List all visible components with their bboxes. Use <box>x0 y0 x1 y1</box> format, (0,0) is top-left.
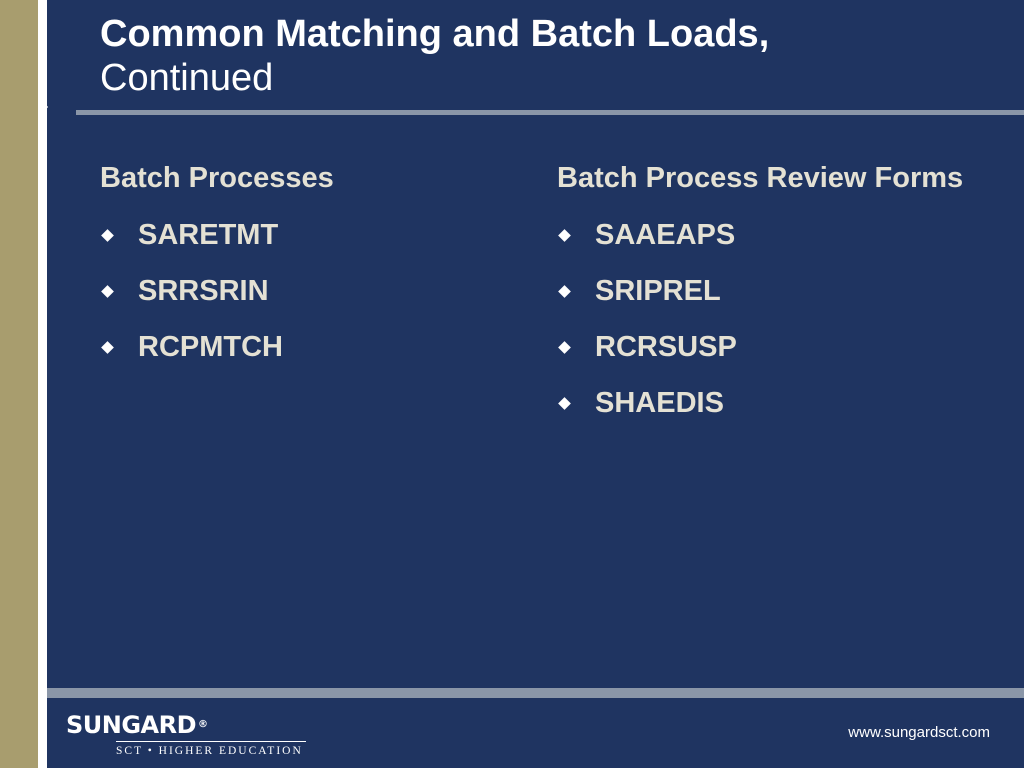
batch-processes-column: Batch Processes SARETMT SRRSRIN RCPMTCH <box>100 160 500 385</box>
batch-processes-list: SARETMT SRRSRIN RCPMTCH <box>100 217 500 366</box>
diamond-bullet-icon <box>101 341 114 354</box>
footer-url: www.sungardsct.com <box>848 724 990 741</box>
sungard-logo: SUNGARD® <box>66 712 208 738</box>
list-item: SRIPREL <box>557 273 977 310</box>
list-item: SARETMT <box>100 217 500 254</box>
logo-brand-text: SUNGARD <box>66 711 197 739</box>
title-notch-marker <box>38 95 48 119</box>
list-item-label: RCRSUSP <box>595 331 737 363</box>
list-item-label: SRIPREL <box>595 275 721 307</box>
footer-divider <box>47 688 1024 698</box>
review-forms-heading: Batch Process Review Forms <box>557 162 964 194</box>
slide-title: Common Matching and Batch Loads, Continu… <box>100 12 769 100</box>
title-divider <box>76 110 1024 115</box>
list-item-label: SHAEDIS <box>595 387 724 419</box>
list-item-label: SRRSRIN <box>138 275 269 307</box>
list-item: RCRSUSP <box>557 329 977 366</box>
list-item-label: SARETMT <box>138 219 279 251</box>
diamond-bullet-icon <box>101 229 114 242</box>
list-item: SHAEDIS <box>557 385 977 422</box>
review-forms-list: SAAEAPS SRIPREL RCRSUSP SHAEDIS <box>557 217 977 422</box>
diamond-bullet-icon <box>558 397 571 410</box>
batch-processes-heading: Batch Processes <box>100 162 334 194</box>
logo-wordmark: SUNGARD® <box>66 712 208 738</box>
diamond-bullet-icon <box>558 229 571 242</box>
list-item-label: SAAEAPS <box>595 219 736 251</box>
registered-mark: ® <box>198 719 208 730</box>
logo-subtitle: SCT • HIGHER EDUCATION <box>116 741 306 757</box>
list-item-label: RCPMTCH <box>138 331 283 363</box>
left-accent-bar <box>0 0 38 768</box>
list-item: RCPMTCH <box>100 329 500 366</box>
slide-title-continued: Continued <box>100 57 274 99</box>
diamond-bullet-icon <box>558 285 571 298</box>
left-white-stripe <box>38 0 47 768</box>
slide-title-bold: Common Matching and Batch Loads, <box>100 13 770 55</box>
list-item: SRRSRIN <box>100 273 500 310</box>
list-item: SAAEAPS <box>557 217 977 254</box>
review-forms-column: Batch Process Review Forms SAAEAPS SRIPR… <box>557 160 977 441</box>
diamond-bullet-icon <box>558 341 571 354</box>
diamond-bullet-icon <box>101 285 114 298</box>
